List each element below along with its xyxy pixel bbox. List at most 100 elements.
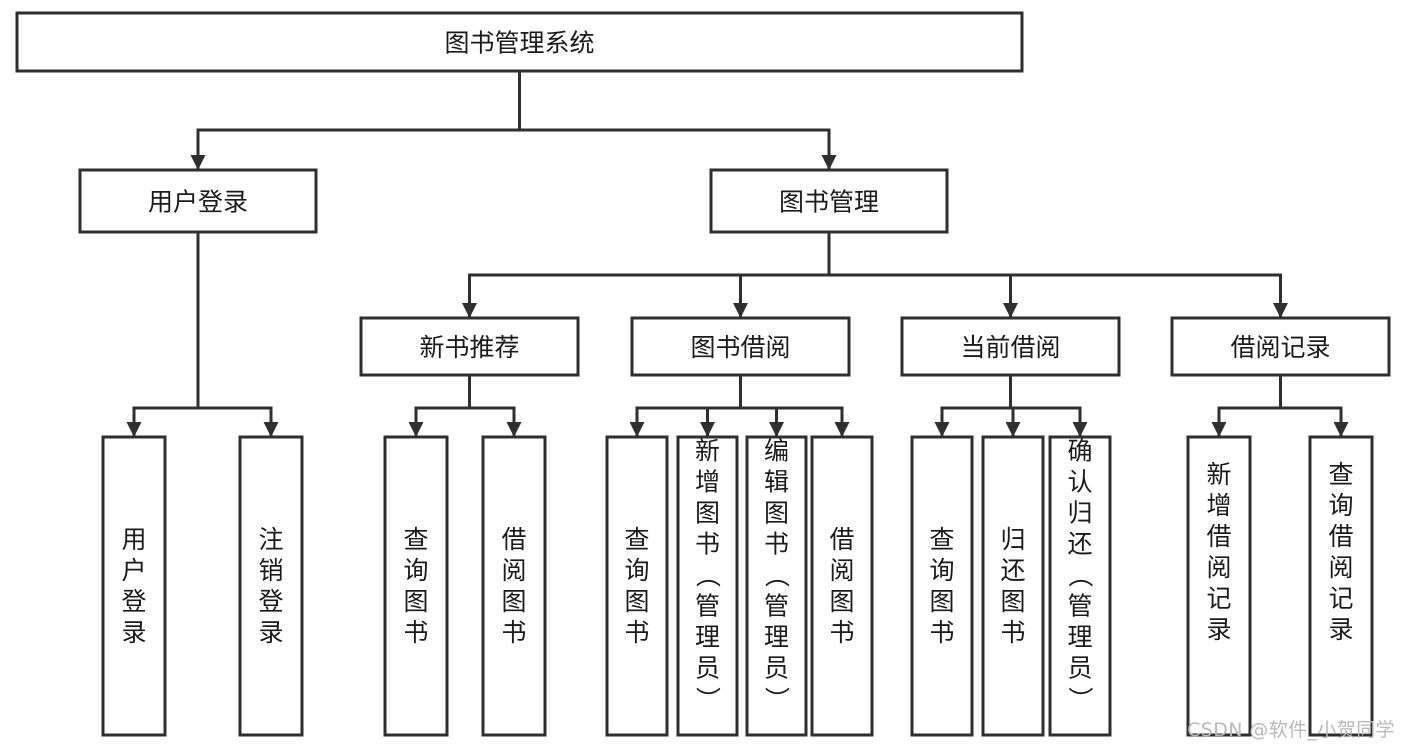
node-book-manage[interactable]: 图书管理 bbox=[709, 168, 949, 234]
node-box bbox=[238, 435, 304, 737]
node-box bbox=[15, 11, 1024, 73]
node-label: 图书借阅 bbox=[690, 333, 790, 362]
node-label-char: 户 bbox=[121, 556, 146, 585]
node-label-char: 辑 bbox=[764, 468, 789, 497]
node-label-char: 录 bbox=[1206, 615, 1231, 644]
node-label-char: 还 bbox=[1067, 530, 1092, 559]
node-current-borrow[interactable]: 当前借阅 bbox=[900, 316, 1121, 377]
arrow-head-icon bbox=[629, 422, 645, 437]
node-label-char: 理 bbox=[764, 623, 789, 652]
edge-group-current-borrow bbox=[934, 373, 1088, 439]
node-label-char: 归 bbox=[1000, 525, 1025, 554]
node-label-char: ） bbox=[1066, 686, 1095, 711]
node-new-book-rec[interactable]: 新书推荐 bbox=[359, 316, 580, 377]
node-label-char: 管 bbox=[764, 592, 789, 621]
node-label-char: 书 bbox=[501, 618, 526, 647]
node-box bbox=[630, 316, 851, 377]
node-box bbox=[481, 435, 547, 737]
node-label-char: 询 bbox=[403, 556, 428, 585]
node-label-char: 查 bbox=[403, 525, 428, 554]
arrow-head-icon bbox=[408, 422, 424, 437]
node-label-char: 询 bbox=[1328, 491, 1353, 520]
arrow-head-icon bbox=[1211, 422, 1227, 437]
node-borrow-record[interactable]: 借阅记录 bbox=[1170, 316, 1391, 377]
node-label-char: 记 bbox=[1206, 584, 1231, 613]
node-label-char: 记 bbox=[1328, 584, 1353, 613]
edge-group-user-login bbox=[126, 230, 279, 439]
arrow-head-icon bbox=[821, 155, 837, 170]
node-label-char: 书 bbox=[929, 618, 954, 647]
node-label-char: 登 bbox=[121, 587, 146, 616]
node-label-char: 员 bbox=[764, 654, 789, 683]
arrow-head-icon bbox=[1273, 303, 1288, 318]
node-box bbox=[1048, 435, 1112, 737]
node-root[interactable]: 图书管理系统 bbox=[15, 11, 1024, 73]
node-box bbox=[745, 435, 808, 737]
node-book-borrow[interactable]: 图书借阅 bbox=[630, 316, 851, 377]
node-label-char: 归 bbox=[1067, 499, 1092, 528]
edge-group-book-borrow bbox=[629, 373, 850, 439]
node-label-char: 图 bbox=[501, 587, 526, 616]
arrow-head-icon bbox=[769, 422, 784, 437]
node-box bbox=[810, 435, 874, 737]
node-label-char: 用 bbox=[121, 525, 146, 554]
node-label: 图书管理 bbox=[779, 188, 879, 217]
arrow-head-icon bbox=[1003, 303, 1018, 318]
node-label-char: 增 bbox=[1206, 491, 1231, 520]
node-label-char: （ bbox=[762, 562, 791, 587]
node-label-char: 录 bbox=[1328, 615, 1353, 644]
node-label-char: ） bbox=[762, 686, 791, 711]
edge-group-root bbox=[190, 69, 837, 172]
arrow-head-icon bbox=[834, 422, 850, 437]
node-label-char: 理 bbox=[1067, 623, 1092, 652]
node-label-char: 录 bbox=[258, 618, 283, 647]
node-box bbox=[1170, 316, 1391, 377]
node-label-char: ） bbox=[693, 686, 722, 711]
node-label-char: 还 bbox=[1000, 556, 1025, 585]
connector-lines bbox=[126, 69, 1349, 439]
node-label-char: 借 bbox=[1328, 522, 1353, 551]
edge-group-borrow-record bbox=[1211, 373, 1349, 439]
arrow-head-icon bbox=[1005, 422, 1021, 437]
node-label-char: 借 bbox=[501, 525, 526, 554]
node-label-char: 查 bbox=[929, 525, 954, 554]
node-boxes: 图书管理系统用户登录图书管理新书推荐图书借阅当前借阅借阅记录用户登录注销登录查询… bbox=[15, 11, 1391, 737]
node-label-char: 书 bbox=[1000, 618, 1025, 647]
node-label-char: 图 bbox=[764, 499, 789, 528]
arrow-head-icon bbox=[700, 422, 715, 437]
node-label-char: 增 bbox=[695, 468, 720, 497]
arrow-head-icon bbox=[263, 422, 279, 437]
node-label: 新书推荐 bbox=[419, 333, 519, 362]
node-box bbox=[910, 435, 974, 737]
node-label: 当前借阅 bbox=[960, 333, 1060, 362]
node-label-char: 确 bbox=[1067, 437, 1092, 466]
node-label-char: 员 bbox=[1067, 654, 1092, 683]
node-label-char: （ bbox=[693, 562, 722, 587]
node-label-char: 注 bbox=[258, 525, 283, 554]
node-label-char: 书 bbox=[624, 618, 649, 647]
edge-group-book-manage bbox=[462, 230, 1288, 320]
node-label-char: 图 bbox=[1000, 587, 1025, 616]
node-box bbox=[900, 316, 1121, 377]
node-user-login[interactable]: 用户登录 bbox=[78, 168, 318, 234]
node-box bbox=[605, 435, 669, 737]
node-label-char: 询 bbox=[624, 556, 649, 585]
node-label-char: 管 bbox=[1067, 592, 1092, 621]
node-label-char: （ bbox=[1066, 562, 1095, 587]
node-leaf-user-login[interactable]: 用户登录 bbox=[101, 435, 167, 737]
node-label: 借阅记录 bbox=[1230, 333, 1330, 362]
node-label-char: 阅 bbox=[829, 556, 854, 585]
